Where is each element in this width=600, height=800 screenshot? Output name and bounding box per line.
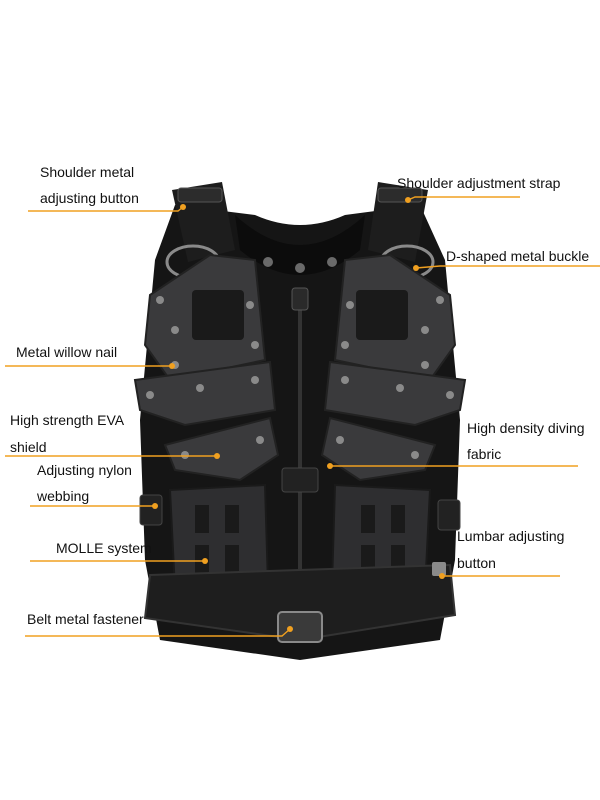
leader-d-buckle: [415, 265, 600, 269]
tactical-vest: [133, 182, 467, 660]
label-diving-line1: High density diving: [467, 420, 585, 436]
label-shoulder-metal-line2: adjusting button: [40, 190, 139, 206]
label-nylon-line2: webbing: [37, 488, 90, 504]
anchor-belt: [287, 626, 293, 632]
leader-belt: [25, 628, 291, 637]
label-lumbar-line1: Lumbar adjusting: [457, 528, 565, 544]
label-shoulder-strap: Shoulder adjustment strap: [397, 175, 561, 191]
collar-eyelets: [263, 257, 337, 273]
lumbar-button: [432, 562, 446, 576]
left-side-webbing: [139, 494, 163, 526]
anchor-shoulder-metal: [180, 204, 186, 210]
belt-metal-fastener: [277, 611, 323, 643]
label-eva-line2: shield: [10, 439, 47, 455]
anchor-shoulder-strap: [405, 197, 411, 203]
label-belt: Belt metal fastener: [27, 611, 144, 627]
anchor-molle: [202, 558, 208, 564]
label-diving-line2: fabric: [467, 446, 502, 462]
label-d-buckle: D-shaped metal buckle: [446, 248, 590, 264]
label-willow-nail: Metal willow nail: [16, 344, 118, 360]
anchor-lumbar: [439, 573, 445, 579]
anchor-nylon: [152, 503, 158, 509]
anchor-diving: [327, 463, 333, 469]
center-webbing-tab: [281, 467, 319, 493]
left-velcro-patch: [192, 290, 244, 340]
right-mid-shield: [323, 360, 467, 427]
anchor-d-buckle: [413, 265, 419, 271]
right-side-webbing: [437, 499, 461, 531]
left-mid-shield: [133, 360, 277, 427]
label-eva-line1: High strength EVA: [10, 412, 125, 428]
molle-straps: [195, 505, 405, 573]
leader-lines: [5, 196, 600, 637]
left-strap-buckle: [177, 187, 223, 203]
label-lumbar-line2: button: [457, 555, 496, 571]
label-molle: MOLLE system: [56, 540, 152, 556]
anchor-willow-nail: [169, 363, 175, 369]
zipper-pull: [291, 287, 309, 311]
label-nylon-line1: Adjusting nylon: [37, 462, 132, 478]
belt: [143, 563, 457, 642]
left-lower-shield: [163, 416, 280, 482]
label-shoulder-metal-line1: Shoulder metal: [40, 164, 135, 180]
anchor-eva: [214, 453, 220, 459]
right-velcro-patch: [356, 290, 408, 340]
